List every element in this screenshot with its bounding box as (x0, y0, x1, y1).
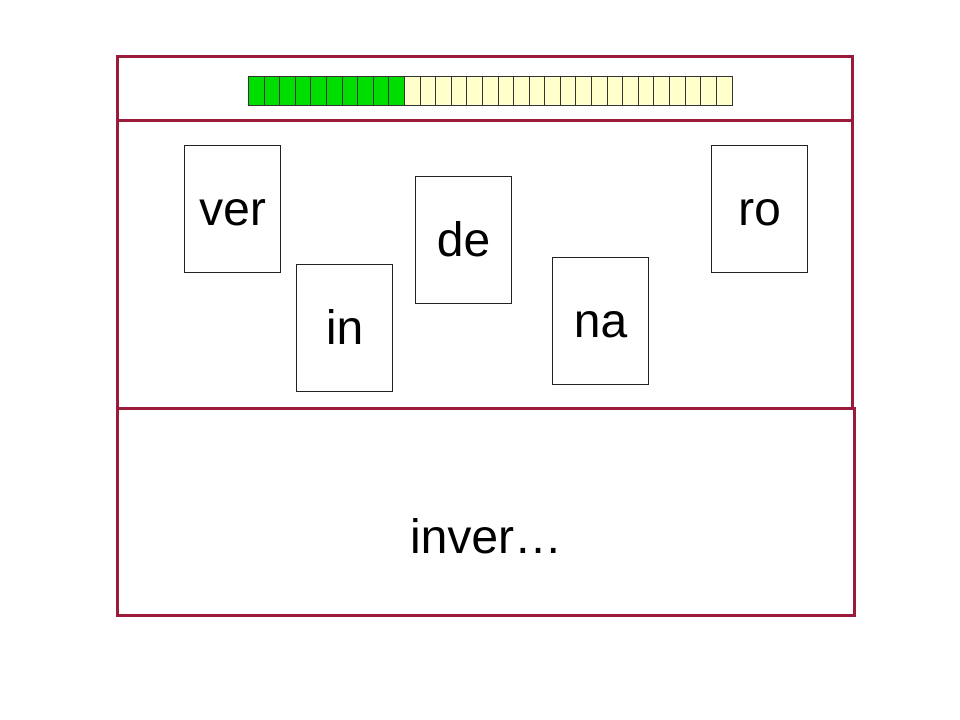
progress-bar (248, 76, 734, 106)
progress-segment-filled (280, 77, 296, 105)
syllable-tile-de[interactable]: de (415, 176, 512, 304)
progress-segment-filled (358, 77, 374, 105)
progress-segment-empty (592, 77, 608, 105)
progress-segment-empty (436, 77, 452, 105)
answer-word: inver… (409, 511, 563, 564)
progress-segment-empty (607, 77, 624, 105)
progress-segment-filled (373, 77, 390, 105)
syllable-tile-label: na (573, 294, 628, 348)
progress-segment-empty (685, 77, 702, 105)
syllable-tile-label: ver (199, 182, 266, 236)
progress-segment-empty (451, 77, 468, 105)
progress-segment-empty (701, 77, 717, 105)
syllable-tile-label: de (436, 213, 491, 267)
progress-segment-filled (311, 77, 327, 105)
progress-segment-filled (326, 77, 343, 105)
syllable-tile-label: in (325, 301, 364, 355)
progress-segment-empty (654, 77, 671, 105)
progress-segment-empty (467, 77, 483, 105)
progress-segment-empty (638, 77, 655, 105)
progress-segment-empty (576, 77, 593, 105)
progress-segment-empty (560, 77, 577, 105)
progress-segment-empty (670, 77, 686, 105)
progress-segment-filled (342, 77, 359, 105)
progress-segment-empty (482, 77, 499, 105)
progress-segment-filled (389, 77, 405, 105)
progress-segment-filled (295, 77, 312, 105)
progress-segment-empty (529, 77, 546, 105)
progress-segment-empty (498, 77, 515, 105)
syllable-tile-ro[interactable]: ro (711, 145, 808, 273)
answer-panel (116, 407, 856, 617)
syllable-tile-na[interactable]: na (552, 257, 649, 385)
progress-segment-empty (404, 77, 421, 105)
progress-segment-empty (545, 77, 561, 105)
syllable-tile-in[interactable]: in (296, 264, 393, 392)
progress-segment-filled (249, 77, 265, 105)
syllable-tile-ver[interactable]: ver (184, 145, 281, 273)
progress-segment-empty (514, 77, 530, 105)
progress-segment-filled (264, 77, 281, 105)
progress-segment-empty (716, 77, 733, 105)
syllable-tile-label: ro (738, 182, 781, 236)
progress-segment-empty (420, 77, 437, 105)
progress-segment-empty (623, 77, 639, 105)
